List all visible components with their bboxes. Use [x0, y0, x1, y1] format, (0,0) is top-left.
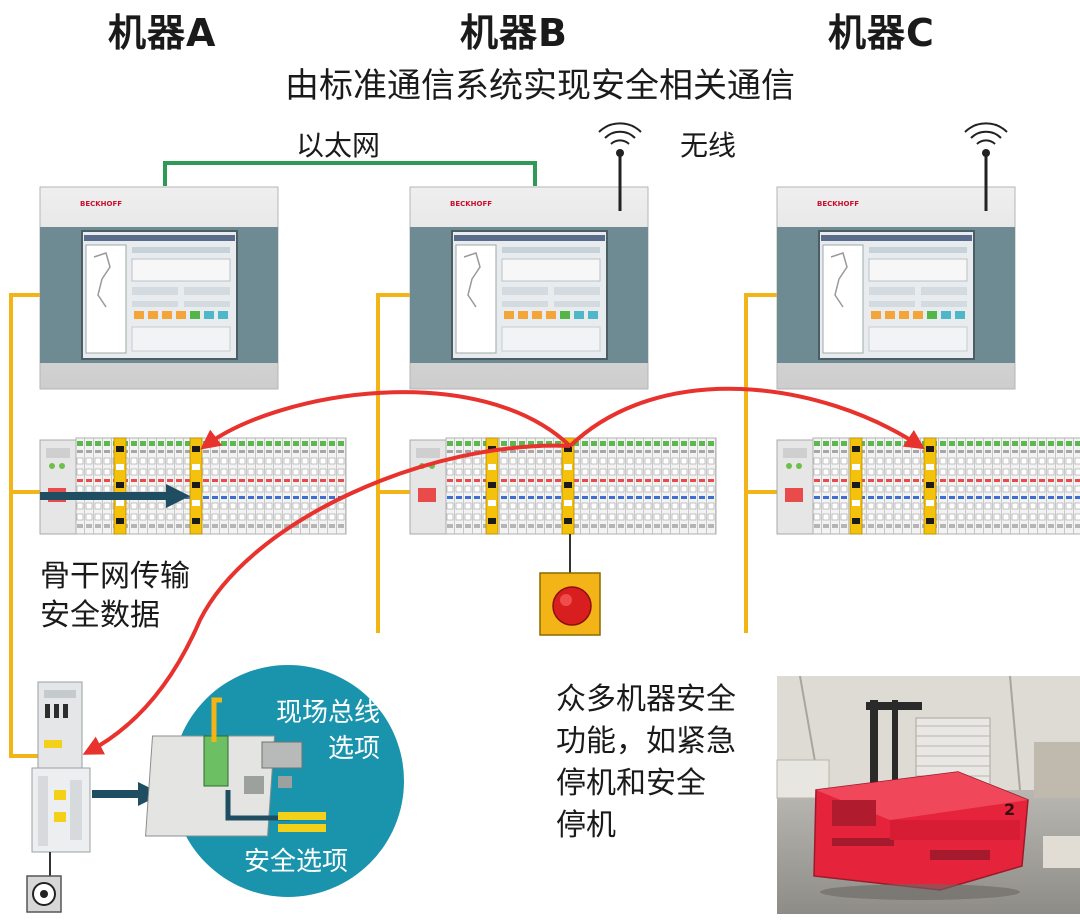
- panel-brand-c: BECKHOFF: [817, 200, 860, 208]
- machine-b-title: 机器B: [460, 11, 568, 55]
- backbone-label-line1: 骨干网传输: [40, 559, 190, 594]
- backbone-label-line2: 安全数据: [40, 598, 160, 633]
- fieldbus-option-line2: 选项: [328, 734, 381, 764]
- agv-number: 2: [1004, 800, 1016, 819]
- wireless-label: 无线: [680, 129, 737, 162]
- agv-photo: [776, 675, 1080, 914]
- fieldbus-lines: [9, 293, 780, 758]
- functions-line1: 众多机器安全: [556, 682, 736, 717]
- hmi-panel-a: [39, 186, 279, 390]
- circuit-board: [145, 697, 326, 837]
- emergency-stop-button: [552, 586, 592, 626]
- embedded-controller: [26, 681, 91, 913]
- functions-line2: 功能，如紧急: [556, 724, 736, 759]
- functions-line3: 停机和安全: [556, 766, 706, 801]
- safety-arrow-b-to-controller: [82, 443, 571, 755]
- backbone-arrow: [166, 484, 190, 508]
- fieldbus-option-line1: 现场总线: [276, 698, 381, 728]
- ethernet-link: [163, 161, 537, 186]
- safety-arrow-b-to-a: [200, 390, 572, 450]
- ethernet-label: 以太网: [296, 129, 381, 162]
- panel-brand-b: BECKHOFF: [450, 200, 493, 208]
- machine-a-title: 机器A: [108, 11, 217, 55]
- functions-line4: 停机: [556, 808, 616, 843]
- hmi-panel-b: [409, 186, 649, 390]
- diagram-subtitle: 由标准通信系统实现安全相关通信: [285, 66, 795, 106]
- hmi-panel-c: [776, 186, 1016, 390]
- machine-c-title: 机器C: [828, 11, 935, 55]
- safety-option-label: 安全选项: [244, 847, 349, 877]
- panel-brand-a: BECKHOFF: [80, 200, 123, 208]
- safety-arrow-b-to-c: [568, 386, 926, 450]
